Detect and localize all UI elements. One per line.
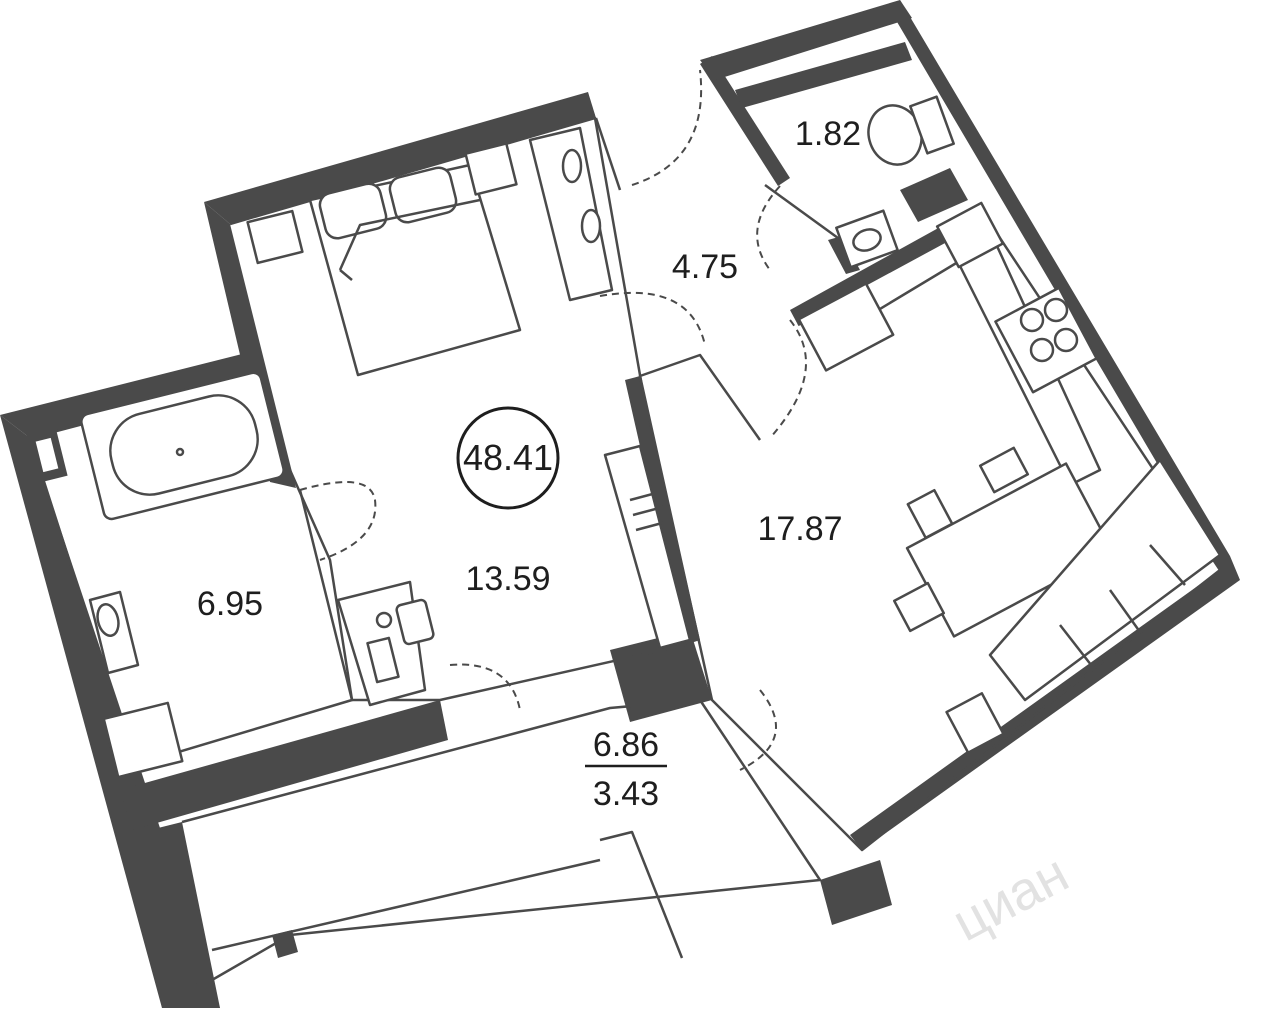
hallway-cabinet bbox=[528, 126, 614, 302]
hallway-area-label: 4.75 bbox=[672, 248, 738, 286]
bed bbox=[308, 163, 522, 377]
nightstand-left bbox=[246, 209, 304, 265]
ventilation-icon bbox=[26, 427, 68, 483]
kitchen-counter bbox=[797, 201, 1102, 487]
kitchen-chair bbox=[945, 692, 1005, 754]
balcony-area-full-label: 6.86 bbox=[593, 726, 659, 764]
washing-machine bbox=[102, 701, 184, 779]
balcony-area-reduced-label: 3.43 bbox=[593, 775, 659, 813]
total-area-badge bbox=[456, 406, 560, 510]
hallway-bedroom-door-swing bbox=[599, 291, 706, 346]
furniture bbox=[26, 95, 1222, 952]
nightstand-right bbox=[464, 142, 518, 196]
bedroom-door-swing bbox=[299, 481, 377, 561]
kitchen-balcony-door-swing bbox=[739, 689, 777, 771]
wc-area-label: 1.82 bbox=[795, 115, 861, 153]
balcony-railing bbox=[211, 858, 601, 952]
wc-sink bbox=[835, 209, 899, 269]
sofa bbox=[988, 458, 1222, 702]
watermark-text: циан bbox=[943, 843, 1078, 953]
bathtub bbox=[80, 371, 285, 521]
kitchen-area-label: 17.87 bbox=[757, 510, 842, 548]
walls bbox=[0, 0, 1240, 1008]
bathroom-sink bbox=[88, 590, 140, 675]
dining-table bbox=[892, 446, 1115, 638]
toilet bbox=[867, 95, 955, 166]
interior-lines bbox=[28, 116, 1222, 982]
entrance-door-swing bbox=[631, 69, 703, 186]
area-labels: 48.41 13.59 6.95 4.75 1.82 17.87 6.86 3.… bbox=[197, 115, 861, 813]
bathroom-area-label: 6.95 bbox=[197, 585, 263, 623]
desk bbox=[336, 580, 435, 707]
bedroom-area-label: 13.59 bbox=[465, 560, 550, 598]
kitchen-door-swing bbox=[769, 319, 807, 439]
total-area-label: 48.41 bbox=[463, 437, 553, 478]
door-swings bbox=[299, 69, 807, 771]
watermark: циан bbox=[943, 843, 1078, 953]
wardrobe bbox=[603, 444, 692, 650]
balcony-door-swing bbox=[449, 663, 521, 711]
wc-door-swing bbox=[756, 185, 781, 271]
